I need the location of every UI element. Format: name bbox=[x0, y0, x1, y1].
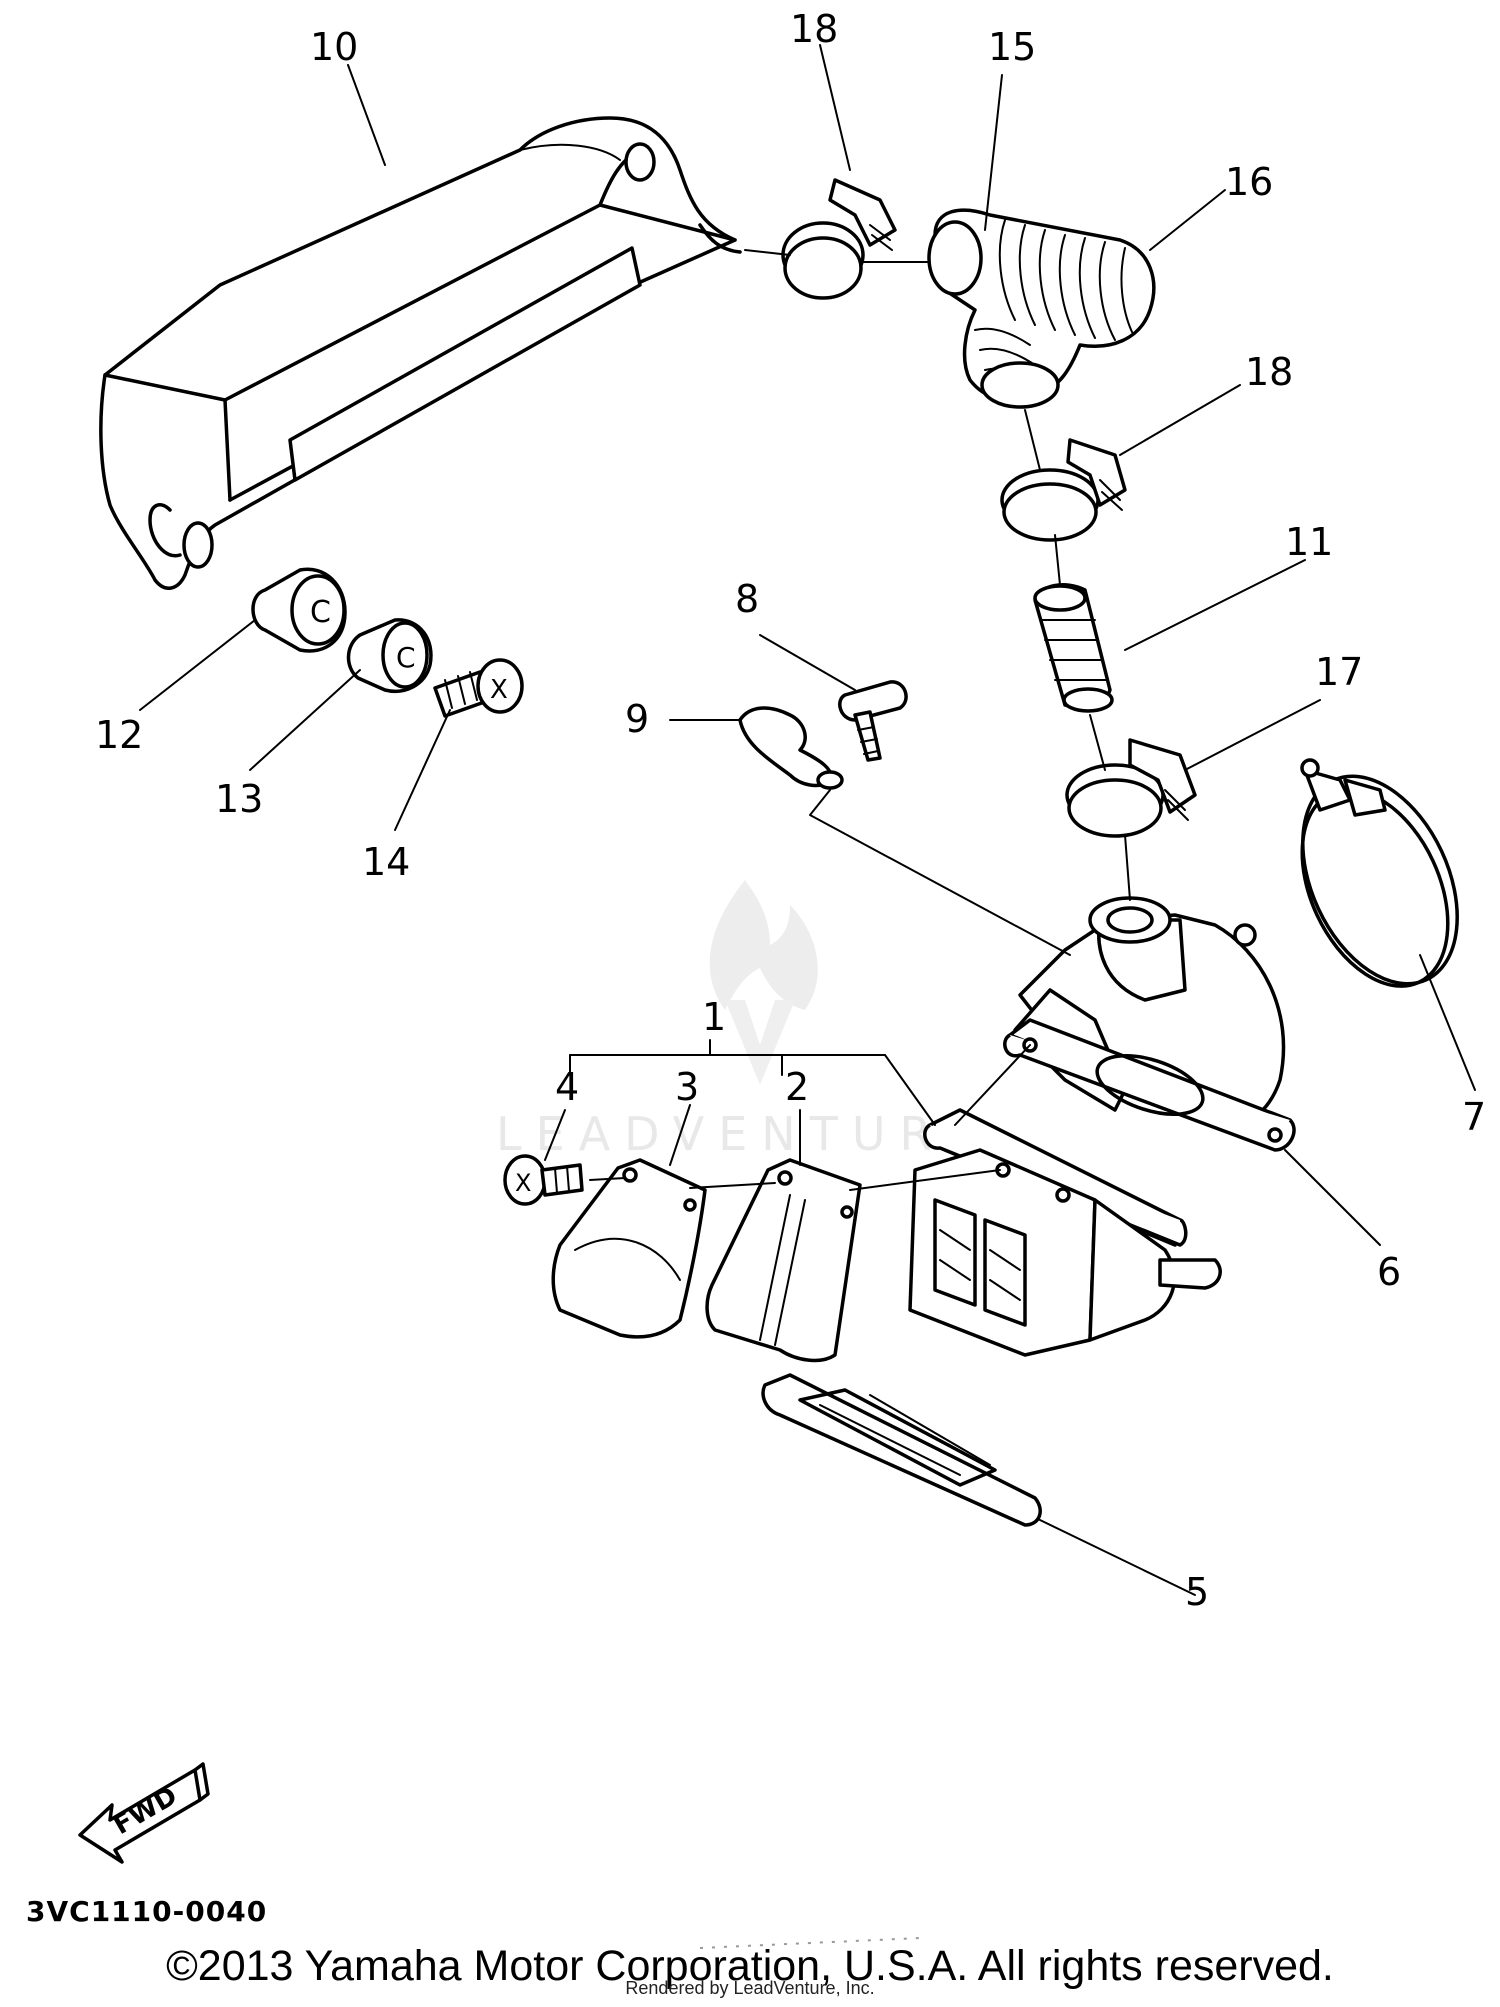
part-8-bolt bbox=[838, 680, 908, 762]
leadventure-watermark: LEADVENTURE bbox=[496, 880, 989, 1161]
watermark-text: LEADVENTURE bbox=[496, 1107, 989, 1161]
part-13-screw: X bbox=[433, 658, 524, 718]
grommet-mark: C bbox=[310, 595, 331, 630]
callout-7: 7 bbox=[1462, 1095, 1486, 1139]
part-18-lower-clamp bbox=[1000, 438, 1127, 542]
connector-lines bbox=[139, 44, 1476, 1596]
part-17-clamp bbox=[1065, 738, 1197, 838]
callout-16: 16 bbox=[1225, 160, 1273, 204]
part-10-intake-silencer bbox=[99, 116, 742, 590]
callout-12: 12 bbox=[95, 713, 143, 757]
part-4-screw: X bbox=[503, 1154, 584, 1206]
dotted-strip bbox=[699, 1937, 921, 1949]
callout-5: 5 bbox=[1185, 1570, 1209, 1614]
part-1-reed-valve-block bbox=[908, 1108, 1222, 1357]
part-6-intake-manifold bbox=[1003, 896, 1296, 1152]
document-code: 3VC1110-0040 bbox=[26, 1895, 268, 1928]
callout-1: 1 bbox=[702, 995, 726, 1039]
part-5-gasket bbox=[761, 1373, 1042, 1527]
part-18-upper-clamp bbox=[781, 178, 897, 300]
callout-6: 6 bbox=[1377, 1250, 1401, 1294]
fwd-arrow: FWD bbox=[78, 1762, 210, 1864]
part-11-joint bbox=[1033, 583, 1114, 713]
callout-14: 13 bbox=[215, 777, 263, 821]
copyright-notice: ©2013 Yamaha Motor Corporation, U.S.A. A… bbox=[166, 1942, 1334, 1990]
callout-labels: 10 18 15 16 18 11 17 8 9 12 13 14 1 4 3 … bbox=[95, 7, 1486, 1614]
screw-13-mark: X bbox=[490, 675, 508, 705]
callout-18-lower: 18 bbox=[1245, 350, 1293, 394]
part-3-reed-stopper bbox=[551, 1158, 707, 1339]
part-12-grommet: C bbox=[251, 567, 347, 653]
callout-15: 15 bbox=[988, 25, 1036, 69]
callout-8: 8 bbox=[735, 577, 759, 621]
callout-17: 17 bbox=[1315, 650, 1363, 694]
part-2-reed bbox=[705, 1158, 862, 1363]
part-9-clip bbox=[738, 706, 844, 790]
screw-4-mark: X bbox=[515, 1169, 531, 1197]
part-15-16-intake-hose bbox=[927, 208, 1156, 409]
callout-13: 14 bbox=[362, 840, 410, 884]
callout-4: 4 bbox=[555, 1065, 579, 1109]
callout-2: 2 bbox=[785, 1065, 809, 1109]
part-7-band-clamp bbox=[1300, 758, 1459, 988]
callout-11: 11 bbox=[1285, 520, 1333, 564]
part-14-collar: C bbox=[346, 618, 433, 693]
callout-18-upper: 18 bbox=[790, 7, 838, 51]
rendered-by-note: Rendered by LeadVenture, Inc. bbox=[625, 1978, 875, 1998]
callout-10: 10 bbox=[310, 25, 358, 69]
callout-3: 3 bbox=[675, 1065, 699, 1109]
callout-9: 9 bbox=[625, 697, 649, 741]
collar-mark: C bbox=[396, 641, 416, 674]
